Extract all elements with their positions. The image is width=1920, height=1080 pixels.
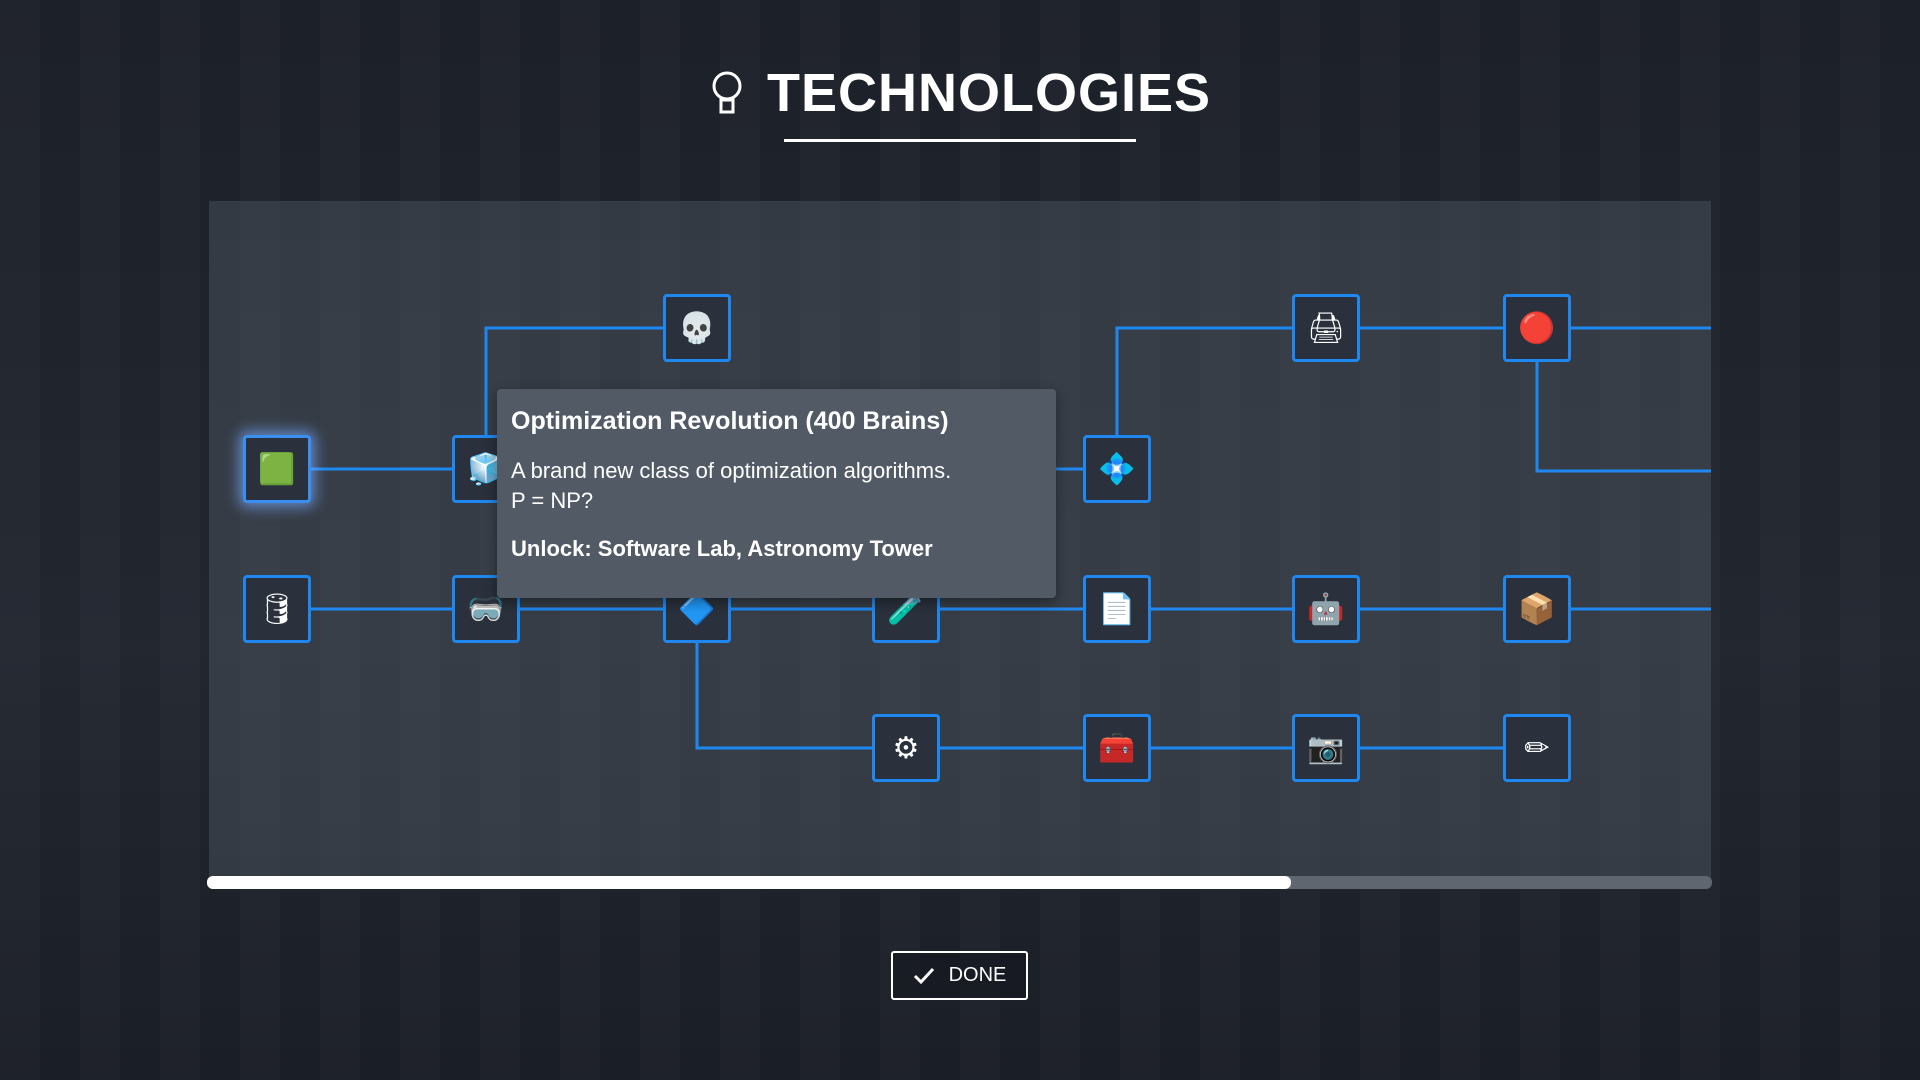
tech-node[interactable]: 🛢 — [243, 575, 311, 643]
box-icon: 📦 — [1518, 592, 1556, 626]
title-underline — [784, 139, 1136, 142]
skull-icon: 💀 — [678, 311, 716, 345]
tech-node[interactable]: 💀 — [663, 294, 731, 362]
tech-node[interactable]: 🖨 — [1292, 294, 1360, 362]
red-orb-icon: 🔴 — [1518, 311, 1556, 345]
tech-node[interactable]: 📄 — [1083, 575, 1151, 643]
tech-node[interactable]: 📷 — [1292, 714, 1360, 782]
tech-node[interactable]: ⚙ — [872, 714, 940, 782]
camera-icon: 📷 — [1307, 731, 1345, 765]
tech-node[interactable]: 📦 — [1503, 575, 1571, 643]
barrel-icon: 🛢 — [257, 592, 297, 626]
tech-node[interactable]: 🧰 — [1083, 714, 1151, 782]
tech-node[interactable]: ✏ — [1503, 714, 1571, 782]
tech-node[interactable]: 💠 — [1083, 435, 1151, 503]
blue-card-icon: 💠 — [1098, 452, 1136, 486]
tech-tooltip: Optimization Revolution (400 Brains) A b… — [497, 389, 1056, 598]
checkmark-icon — [913, 967, 934, 984]
connector — [1115, 326, 1711, 469]
cyan-tube-icon: 🧪 — [887, 592, 925, 626]
paper-stack-icon: 📄 — [1098, 592, 1136, 626]
page-title: TECHNOLOGIES — [766, 63, 1212, 123]
printer-icon: 🖨 — [1306, 311, 1346, 345]
connector — [1535, 328, 1711, 473]
tooltip-title: Optimization Revolution (400 Brains) — [511, 407, 949, 435]
gear-icon: ⚙ — [892, 731, 920, 765]
tooltip-description-line: A brand new class of optimization algori… — [511, 458, 952, 483]
tech-node[interactable]: 🟩 — [243, 435, 311, 503]
tooltip-unlock: Unlock: Software Lab, Astronomy Tower — [511, 536, 933, 561]
lightbulb-icon — [712, 71, 742, 114]
page-header: TECHNOLOGIES — [0, 62, 1920, 124]
green-crystal-icon: 🟩 — [258, 452, 296, 486]
robot-icon: 🤖 — [1307, 592, 1345, 626]
connector — [484, 326, 697, 469]
horizontal-scrollbar[interactable] — [207, 876, 1712, 889]
tech-node[interactable]: 🔴 — [1503, 294, 1571, 362]
blue-cards-icon: 🔷 — [678, 592, 716, 626]
goggles-icon: 🥽 — [467, 592, 505, 626]
tech-node[interactable]: 🤖 — [1292, 575, 1360, 643]
tooltip-description: A brand new class of optimization algori… — [511, 456, 1042, 516]
connector — [695, 609, 1537, 750]
tooltip-description-line: P = NP? — [511, 488, 594, 513]
done-label: DONE — [948, 964, 1007, 986]
done-button[interactable]: DONE — [891, 951, 1028, 1000]
pencil-icon: ✏ — [1524, 731, 1550, 765]
red-tool-icon: 🧰 — [1098, 731, 1136, 765]
scrollbar-thumb[interactable] — [207, 876, 1291, 889]
